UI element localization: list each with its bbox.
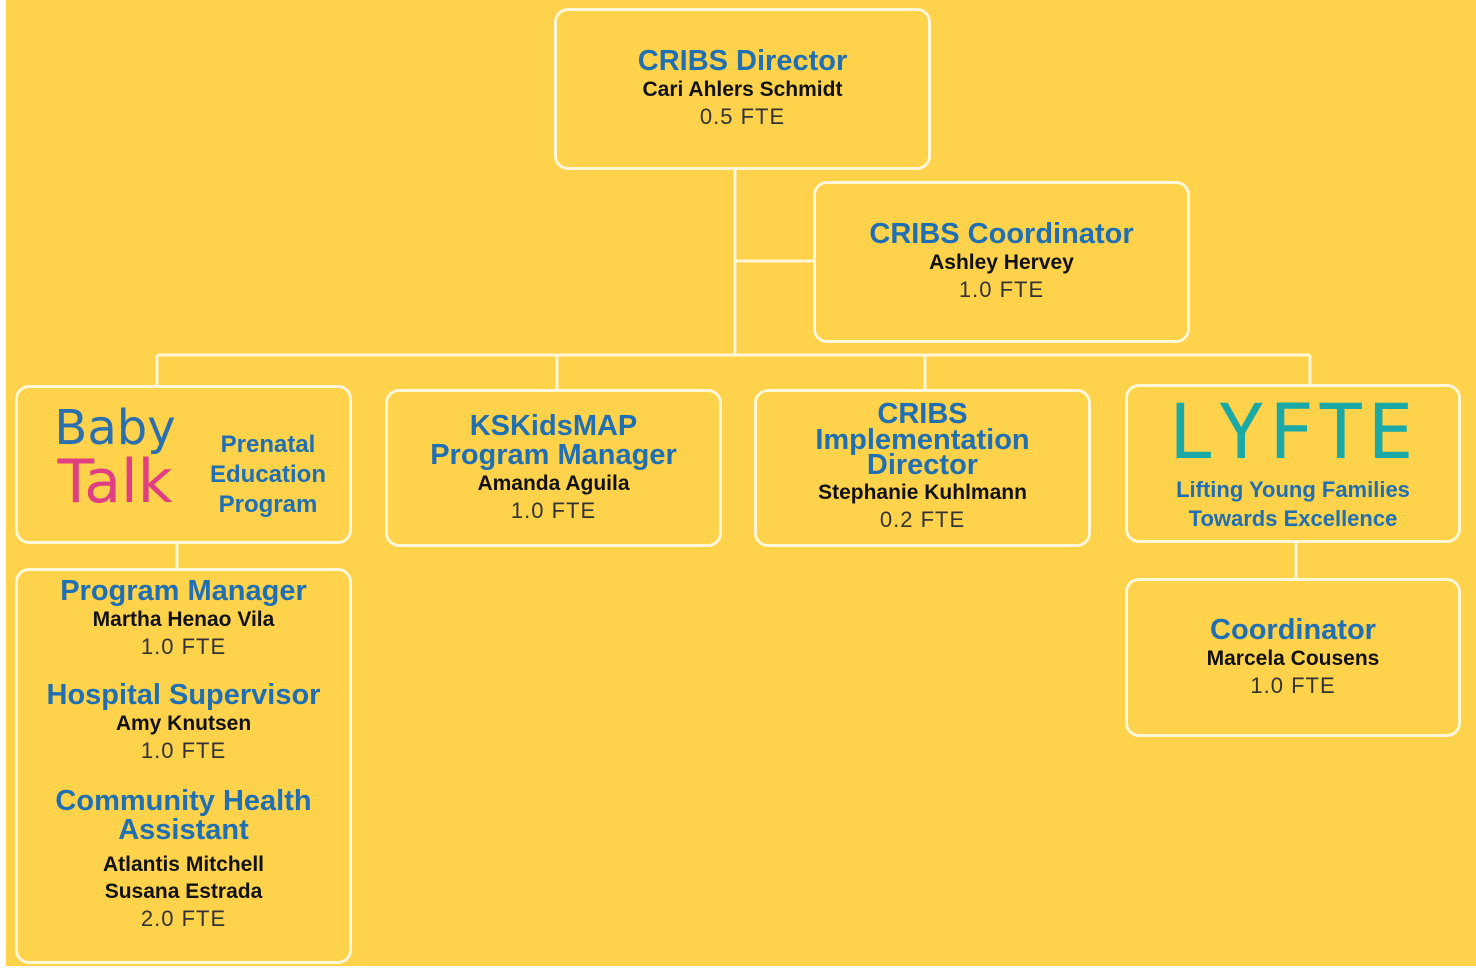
- community-health-title-line1: Community Health: [55, 784, 312, 817]
- implementation-title-line3: Director: [866, 449, 979, 482]
- program-manager-title: Program Manager: [60, 575, 307, 607]
- kskidsmap-box: KSKidsMAP Program Manager Amanda Aguila …: [385, 389, 722, 547]
- community-health-name2: Susana Estrada: [104, 879, 263, 903]
- lyfte-subtitle-line2: Towards Excellence: [1188, 505, 1398, 531]
- coordinator-title: CRIBS Coordinator: [869, 218, 1134, 251]
- community-health-name1: Atlantis Mitchell: [102, 852, 265, 876]
- program-manager-fte: 1.0 FTE: [140, 634, 227, 660]
- lyfte-coordinator-title: Coordinator: [1210, 613, 1376, 646]
- hospital-supervisor-fte: 1.0 FTE: [140, 738, 227, 764]
- implementation-name: Stephanie Kuhlmann: [818, 480, 1027, 504]
- babytalk-box: Baby Talk Prenatal Education Program: [15, 385, 352, 544]
- coordinator-name: Ashley Hervey: [929, 251, 1074, 275]
- kskidsmap-title-line1: KSKidsMAP: [469, 409, 638, 442]
- implementation-title-line1: CRIBS: [877, 398, 968, 431]
- program-manager-name: Martha Henao Vila: [92, 608, 275, 631]
- babytalk-logo-talk: Talk: [57, 447, 173, 517]
- hospital-supervisor-name: Amy Knutsen: [115, 711, 252, 735]
- director-fte: 0.5 FTE: [699, 104, 786, 130]
- kskidsmap-fte: 1.0 FTE: [510, 497, 597, 523]
- lyfte-logo: LYFTE: [1168, 386, 1418, 476]
- community-health-title-line2: Assistant: [118, 813, 249, 846]
- babytalk-logo-baby: Baby: [54, 400, 176, 456]
- implementation-fte: 0.2 FTE: [879, 507, 966, 533]
- org-chart: CRIBS Director Cari Ahlers Schmidt 0.5 F…: [6, 0, 1476, 966]
- hospital-supervisor-title: Hospital Supervisor: [46, 678, 321, 711]
- babytalk-program-line2: Education: [209, 461, 326, 488]
- connector-lines: [155, 170, 1312, 578]
- kskidsmap-name: Amanda Aguila: [477, 471, 630, 495]
- lyfte-coordinator-box: Coordinator Marcela Cousens 1.0 FTE: [1125, 578, 1461, 737]
- coordinator-box: CRIBS Coordinator Ashley Hervey 1.0 FTE: [813, 181, 1190, 343]
- director-title: CRIBS Director: [637, 45, 848, 78]
- kskidsmap-title-line2: Program Manager: [430, 438, 677, 471]
- lyfte-subtitle-line1: Lifting Young Families: [1176, 476, 1410, 502]
- lyfte-coordinator-fte: 1.0 FTE: [1250, 672, 1336, 698]
- implementation-title-line2: Implementation: [815, 423, 1030, 456]
- implementation-box: CRIBS Implementation Director Stephanie …: [754, 389, 1091, 547]
- babytalk-program-line3: Program: [218, 491, 318, 518]
- babytalk-program-label: Prenatal Education Program: [198, 430, 338, 520]
- community-health-fte: 2.0 FTE: [140, 906, 227, 932]
- babytalk-logo: Baby Talk: [40, 400, 190, 520]
- lyfte-coordinator-name: Marcela Cousens: [1206, 646, 1380, 670]
- director-name: Cari Ahlers Schmidt: [642, 78, 843, 102]
- babytalk-program-line1: Prenatal: [220, 431, 316, 458]
- babytalk-staff-box: Program Manager Martha Henao Vila 1.0 FT…: [15, 568, 352, 964]
- lyfte-box: LYFTE Lifting Young Families Towards Exc…: [1125, 384, 1461, 543]
- director-box: CRIBS Director Cari Ahlers Schmidt 0.5 F…: [554, 8, 931, 170]
- coordinator-fte: 1.0 FTE: [958, 277, 1045, 303]
